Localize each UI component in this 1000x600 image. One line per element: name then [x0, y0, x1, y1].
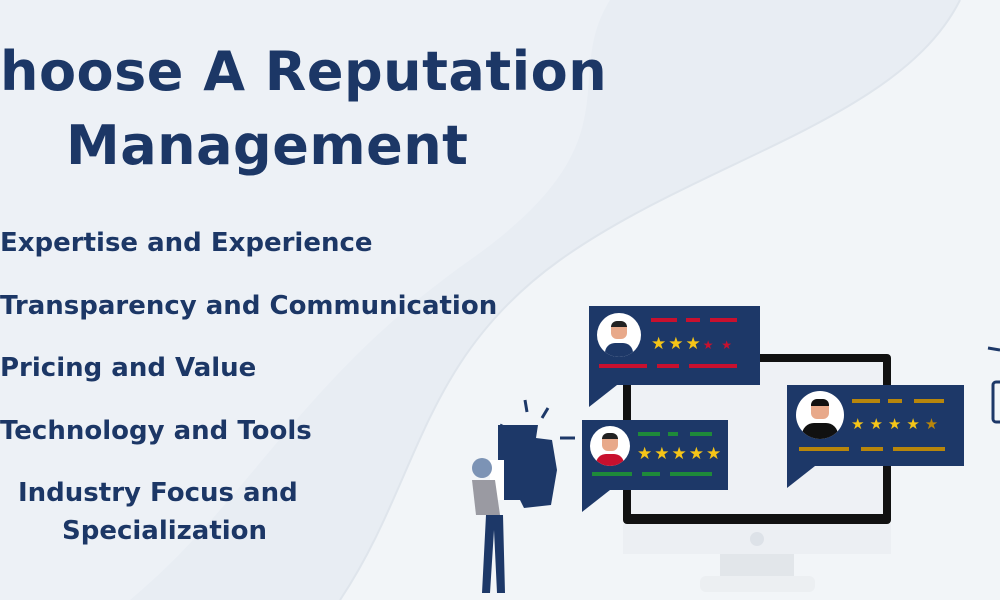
- list-item: Industry Focus and: [18, 478, 298, 508]
- title-line-1: hoose A Reputation: [0, 40, 608, 103]
- star-rating: ★★★★★: [851, 415, 944, 433]
- star-rating: ★★★★★: [637, 444, 724, 464]
- person-thumbs-up-icon: [472, 399, 575, 593]
- title-line-2: Management: [66, 114, 469, 177]
- star-rating: ★★★★ ★: [651, 334, 735, 354]
- avatar-icon: [796, 391, 844, 439]
- list-item: Pricing and Value: [0, 353, 257, 383]
- list-item: Transparency and Communication: [0, 291, 498, 321]
- avatar-icon: [597, 313, 641, 357]
- avatar-icon: [590, 426, 630, 466]
- list-item: Expertise and Experience: [0, 228, 373, 258]
- review-bubble: ★★★★★: [582, 420, 728, 512]
- phone-icon: [987, 346, 1000, 424]
- list-item: Technology and Tools: [0, 416, 312, 446]
- review-bubble: ★★★★★: [787, 385, 964, 488]
- list-item: Specialization: [62, 516, 268, 546]
- review-bubble: ★★★★ ★: [589, 306, 760, 407]
